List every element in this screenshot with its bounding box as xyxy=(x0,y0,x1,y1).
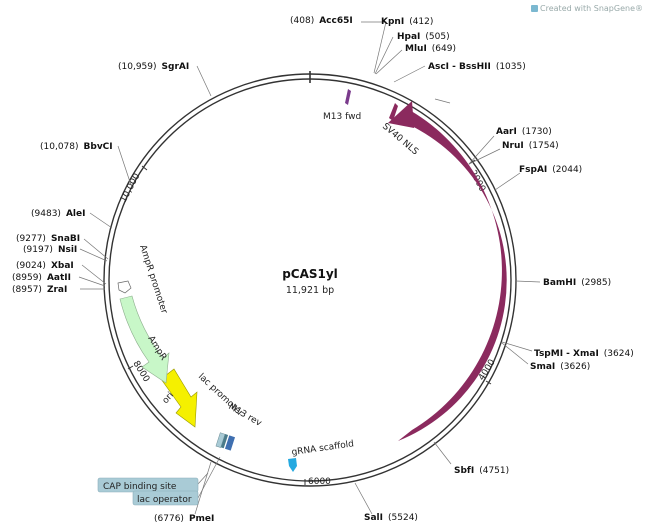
m13-fwd-marker xyxy=(345,89,351,105)
sv40-nls-marker xyxy=(389,103,398,121)
site-leaders xyxy=(78,21,541,515)
site-bamhi: BamHI(2985) xyxy=(543,278,611,288)
site-nsii: (9197)NsiI xyxy=(23,245,77,255)
credit-text: Created with SnapGene® xyxy=(540,4,643,13)
site-pmei: (6776)PmeI xyxy=(154,514,214,524)
cap-binding-site-label-box: CAP binding site xyxy=(97,477,199,493)
tick-label-10000: 10,000 xyxy=(119,172,143,205)
m13-rev-label: M13 rev xyxy=(227,402,264,429)
site-asci: AscI - BssHII(1035) xyxy=(428,62,526,72)
cas9-feature xyxy=(388,101,507,441)
site-kpni: KpnI(412) xyxy=(381,17,433,27)
snapgene-logo-icon xyxy=(531,5,539,12)
grna-scaffold-marker xyxy=(288,458,297,472)
site-bbvci: (10,078)BbvCI xyxy=(40,142,113,152)
cap-binding-marker xyxy=(215,432,226,448)
lac-operator-marker xyxy=(220,434,229,449)
cap-binding-site-label: CAP binding site xyxy=(103,482,177,492)
site-smai: SmaI(3626) xyxy=(530,362,590,372)
site-hpai: HpaI(505) xyxy=(397,32,450,42)
cas9-label: Cas9 xyxy=(490,267,502,290)
site-tspmi: TspMI - XmaI(3624) xyxy=(534,349,634,359)
site-xbai: (9024)XbaI xyxy=(16,261,74,271)
site-zrai: (8957)ZraI xyxy=(12,285,67,295)
site-aatii: (8959)AatII xyxy=(12,273,71,283)
ampr-feature xyxy=(119,295,170,384)
ampr-promoter-marker xyxy=(117,280,132,294)
snapgene-credit: Created with SnapGene® xyxy=(531,4,643,13)
ampr-promoter-label: AmpR promoter xyxy=(137,244,169,315)
plasmid-size: 11,921 bp xyxy=(286,285,334,296)
tick-label-6000: 6000 xyxy=(308,477,331,487)
site-sali: SalI(5524) xyxy=(364,513,418,523)
site-aari: AarI(1730) xyxy=(496,127,552,137)
plasmid-name: pCAS1yl xyxy=(282,267,338,281)
lac-operator-label: lac operator xyxy=(137,495,192,505)
site-fspai: FspAI(2044) xyxy=(519,165,582,175)
site-alei: (9483)AleI xyxy=(31,209,85,219)
site-sgrai: (10,959)SgrAI xyxy=(118,62,189,72)
lac-promoter-marker xyxy=(224,435,236,451)
site-nrui: NruI(1754) xyxy=(502,141,559,151)
site-snabi: (9277)SnaBI xyxy=(16,234,80,244)
m13-fwd-label: M13 fwd xyxy=(323,112,361,122)
site-mlui: MluI(649) xyxy=(405,44,456,54)
site-acc65i: (408)Acc65I xyxy=(290,16,353,26)
ori-feature xyxy=(160,368,198,428)
lac-operator-label-box: lac operator xyxy=(132,490,199,506)
site-sbfi: SbfI(4751) xyxy=(454,466,509,476)
grna-scaffold-label: gRNA scaffold xyxy=(291,439,355,458)
backbone xyxy=(103,71,517,487)
